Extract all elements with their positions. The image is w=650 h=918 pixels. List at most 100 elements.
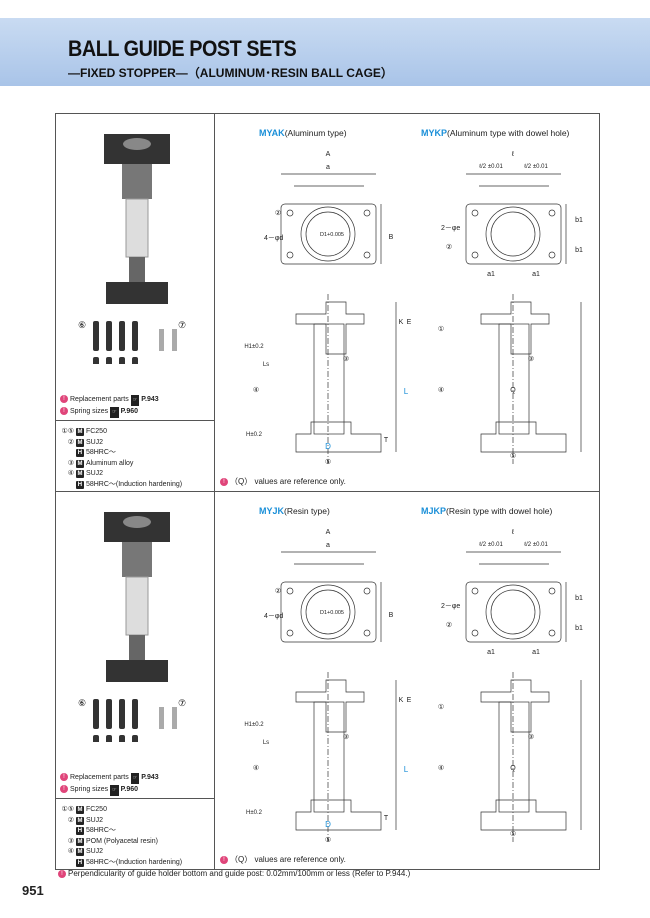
bolt — [106, 321, 112, 351]
model-code: MYAK — [259, 128, 285, 138]
material-text: FC250 — [85, 428, 107, 435]
dim-label-d: 4－φd — [264, 613, 283, 620]
model-desc: (Resin type with dowel hole) — [446, 506, 553, 516]
dim-label-K: K — [399, 697, 404, 704]
dim-label-B: B — [389, 612, 394, 619]
spring-sizes-link[interactable]: !Spring sizes☞P.960 — [60, 784, 159, 796]
page-title: BALL GUIDE POST SETS — [68, 36, 297, 61]
dim-label-a1: a1 — [532, 271, 540, 278]
replacement-label: Replacement parts — [70, 396, 129, 403]
product-photo: ⑥ ⑦ — [78, 134, 186, 387]
dim-label-n3: ③ — [343, 355, 349, 363]
dowel-pin — [159, 707, 164, 729]
material-badge-icon: M — [75, 806, 84, 814]
model-title-left: MYAK(Aluminum type) — [259, 128, 347, 138]
reference-note-text: （Q） values are reference only. — [230, 855, 346, 864]
material-badge-icon: M — [75, 837, 84, 846]
material-badge-icon: M — [75, 816, 84, 825]
left-column: ⑥ ⑦ !Replacement parts☞P.943 !Spring siz… — [56, 114, 215, 491]
dim-label-Q: Q — [510, 387, 516, 394]
guide-post — [129, 635, 145, 660]
product-section: ⑥ ⑦ !Replacement parts☞P.943 !Spring siz… — [56, 491, 599, 869]
dim-label-n3: ③ — [343, 733, 349, 741]
material-part-number: ③ — [67, 459, 74, 467]
part-label-7: ⑦ — [178, 320, 186, 330]
replacement-parts-link[interactable]: !Replacement parts☞P.943 — [60, 772, 159, 784]
dim-label-a1: a1 — [532, 649, 540, 656]
note-pin-icon: ! — [60, 773, 68, 782]
top-view-flange — [465, 203, 562, 265]
material-part-number: ①⑤ — [61, 806, 74, 813]
flange-section — [480, 799, 567, 831]
material-badge-icon: H — [75, 858, 84, 867]
dim-label-n4: ④ — [438, 386, 444, 394]
holder-section — [480, 679, 550, 733]
dim-label-Ls: Ls — [263, 740, 269, 746]
replacement-page: P.943 — [141, 396, 159, 403]
material-part-number: ② — [67, 816, 74, 824]
replacement-parts-link[interactable]: !Replacement parts☞P.943 — [60, 394, 159, 406]
bolt — [119, 321, 125, 351]
material-text: Aluminum alloy — [85, 459, 134, 467]
top-view-flange — [465, 581, 562, 643]
material-text: 58HRC～(Induction hardening) — [85, 858, 183, 866]
material-text: SUJ2 — [85, 816, 104, 824]
dim-label-D1: D1+0.005 — [320, 610, 344, 616]
material-part-number: ③ — [67, 837, 74, 845]
dim-label-b1: b1 — [575, 595, 583, 602]
spring-sizes-link[interactable]: !Spring sizes☞P.960 — [60, 406, 159, 418]
dim-label-A: A — [326, 151, 331, 158]
replacement-page: P.943 — [141, 774, 159, 781]
model-desc: (Resin type) — [284, 506, 330, 516]
material-badge-icon: M — [75, 459, 84, 468]
replacement-label: Replacement parts — [70, 774, 129, 781]
holder-section — [480, 301, 550, 355]
material-part-number: ①⑤ — [61, 428, 74, 435]
material-badge-icon: M — [75, 428, 84, 436]
top-view-flange — [280, 581, 377, 643]
dim-label-T: T — [384, 815, 389, 822]
dim-label-n3: ③ — [528, 733, 534, 741]
material-badge-icon: H — [75, 827, 84, 835]
spring-label: Spring sizes — [70, 786, 109, 793]
dim-label-a1: a1 — [487, 649, 495, 656]
photo-area: ⑥ ⑦ — [56, 114, 214, 387]
dim-label-T: T — [384, 437, 389, 444]
dim-label-b1: b1 — [575, 217, 583, 224]
reference-note: !（Q） values are reference only. — [220, 476, 346, 487]
material-text: SUJ2 — [85, 848, 104, 855]
dim-label-n5: ⑤ — [510, 452, 516, 460]
bolt — [93, 321, 99, 351]
dowel-pin — [159, 329, 164, 351]
dim-label-a: a — [326, 542, 330, 549]
note-pin-icon: ! — [60, 407, 68, 416]
material-badge-icon: M — [75, 470, 84, 478]
note-pin-icon: ! — [220, 477, 228, 486]
dowel-pin — [172, 329, 177, 351]
dim-label-n2: ② — [275, 587, 281, 595]
material-text: SUJ2 — [85, 438, 104, 446]
dim-label-l: ℓ — [511, 529, 515, 536]
dim-label-H1: H1±0.2 — [244, 722, 264, 728]
model-desc: (Aluminum type) — [284, 128, 347, 138]
post-section — [313, 701, 345, 813]
bolt — [132, 699, 138, 729]
note-pin-icon: ! — [60, 395, 68, 404]
dim-label-D1: D1+0.005 — [320, 232, 344, 238]
ball-cage — [125, 198, 149, 258]
ball-cage — [125, 576, 149, 636]
post-section — [498, 701, 530, 813]
bolt — [106, 699, 112, 729]
spring-page: P.960 — [120, 786, 139, 793]
model-code: MYKP — [421, 128, 448, 138]
material-text: 58HRC～ — [85, 827, 116, 834]
product-photo: ⑥ ⑦ — [78, 512, 186, 765]
